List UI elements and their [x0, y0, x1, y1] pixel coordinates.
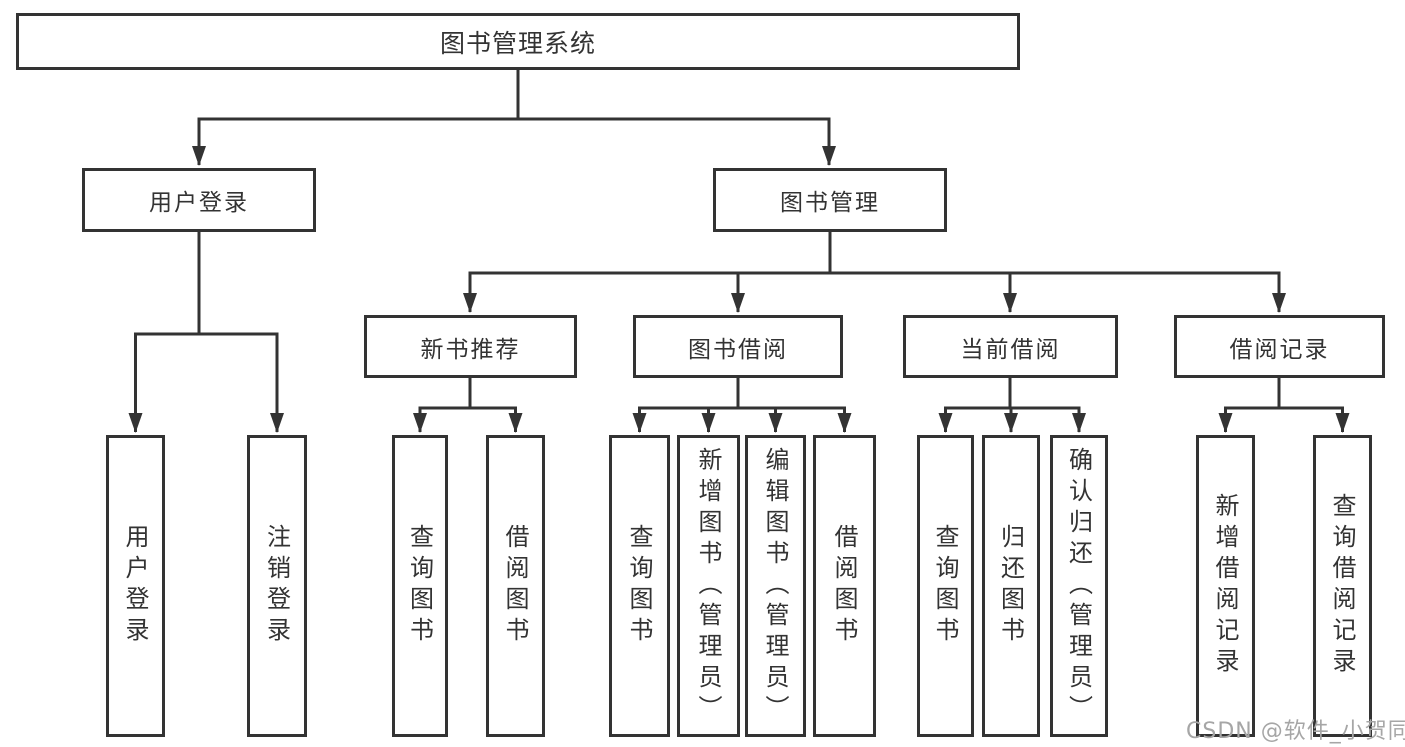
csdn-watermark: CSDN @软件_小贺同学	[1186, 719, 1405, 744]
leaf-add-borrow-record-label: 新增借阅记录	[1211, 493, 1239, 679]
leaf-user-login-label: 用户登录	[121, 524, 149, 648]
leaf-edit-books-admin-label: 编辑图书（管理员）	[761, 446, 789, 726]
leaf-query-books-1-label: 查询图书	[405, 524, 434, 648]
node-new-book-recommend: 新书推荐	[364, 315, 577, 378]
leaf-query-books-2: 查询图书	[609, 435, 670, 737]
leaf-logout: 注销登录	[247, 435, 307, 737]
leaf-query-borrow-record-label: 查询借阅记录	[1328, 493, 1356, 679]
leaf-borrow-books-1-label: 借阅图书	[501, 524, 529, 648]
connector-arrows	[128, 119, 1350, 433]
leaf-user-login: 用户登录	[106, 435, 165, 737]
leaf-query-books-2-label: 查询图书	[625, 524, 653, 648]
leaf-add-books-admin-label: 新增图书（管理员）	[694, 446, 722, 726]
leaf-confirm-return-admin: 确认归还（管理员）	[1050, 435, 1108, 737]
node-library-management-system: 图书管理系统	[16, 13, 1020, 70]
leaf-return-books: 归还图书	[982, 435, 1040, 737]
connector-skeleton	[134, 67, 1344, 410]
leaf-borrow-books-2: 借阅图书	[813, 435, 876, 737]
node-user-login: 用户登录	[82, 168, 316, 232]
leaf-query-books-3-label: 查询图书	[931, 524, 959, 648]
node-book-management: 图书管理	[713, 168, 947, 232]
leaf-edit-books-admin: 编辑图书（管理员）	[745, 435, 806, 737]
node-current-borrow: 当前借阅	[903, 315, 1118, 378]
leaf-borrow-books-1: 借阅图书	[486, 435, 545, 737]
leaf-borrow-books-2-label: 借阅图书	[830, 524, 858, 648]
leaf-query-books-1: 查询图书	[392, 435, 448, 737]
leaf-query-borrow-record: 查询借阅记录	[1313, 435, 1372, 737]
node-book-borrow: 图书借阅	[633, 315, 843, 378]
leaf-confirm-return-admin-label: 确认归还（管理员）	[1064, 446, 1093, 726]
leaf-query-books-3: 查询图书	[917, 435, 974, 737]
node-borrow-records: 借阅记录	[1174, 315, 1385, 378]
leaf-return-books-label: 归还图书	[996, 524, 1025, 648]
leaf-add-books-admin: 新增图书（管理员）	[677, 435, 740, 737]
leaf-add-borrow-record: 新增借阅记录	[1196, 435, 1255, 737]
leaf-logout-label: 注销登录	[262, 524, 291, 648]
